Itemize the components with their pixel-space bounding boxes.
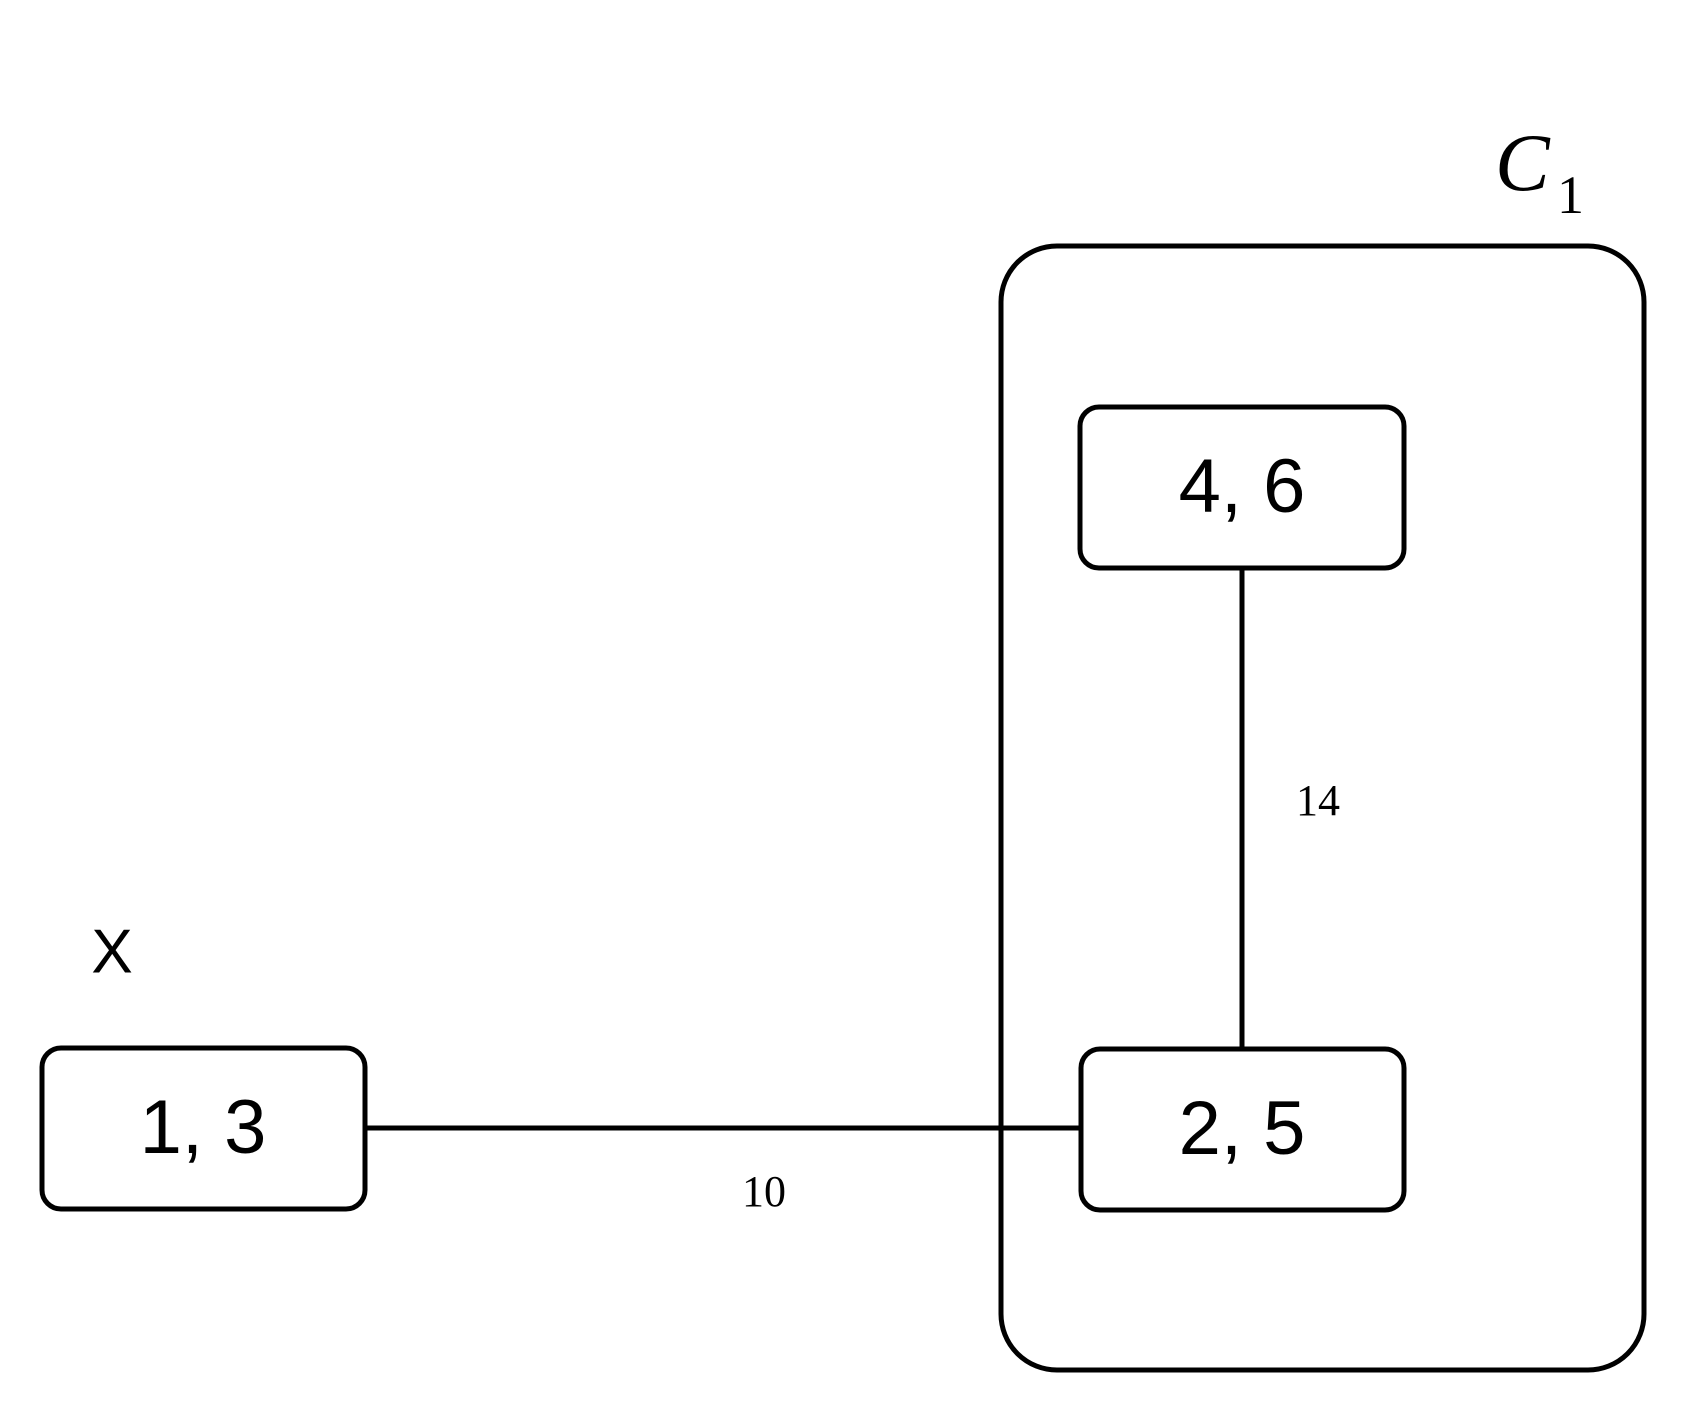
node-4-6-box[interactable] xyxy=(1077,404,1407,571)
edge-label-14: 14 xyxy=(1296,776,1340,825)
node-1-3-label: 1, 3 xyxy=(140,1085,267,1170)
node-1-3-outer-label: X xyxy=(91,917,132,986)
cluster-c1-label-base: C xyxy=(1495,117,1551,208)
cluster-c1-label-subscript: 1 xyxy=(1557,165,1584,225)
cluster-c1-boundary xyxy=(998,243,1647,1373)
node-1-3-box[interactable] xyxy=(39,1045,368,1212)
edge-label-10: 10 xyxy=(742,1167,786,1216)
node-2-5-box[interactable] xyxy=(1078,1046,1407,1213)
node-4-6-label: 4, 6 xyxy=(1179,444,1306,529)
node-2-5-label: 2, 5 xyxy=(1179,1086,1306,1171)
